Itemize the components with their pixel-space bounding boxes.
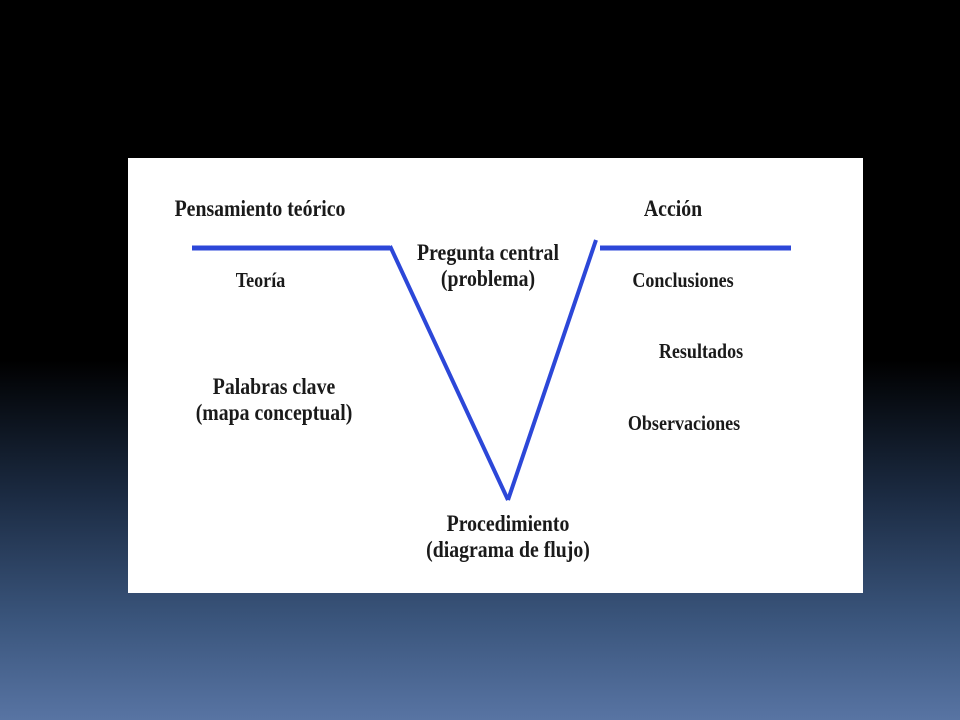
vee-diagram: Pensamiento teórico Acción Pregunta cent… xyxy=(128,158,863,593)
results-label: Resultados xyxy=(658,339,744,363)
observations-label: Observaciones xyxy=(627,411,741,435)
left-heading: Pensamiento teórico xyxy=(174,196,346,221)
central-question: Pregunta central (problema) xyxy=(402,240,574,293)
procedure-label: Procedimiento (diagrama de flujo) xyxy=(413,511,602,564)
keywords-title: Palabras clave xyxy=(212,374,336,399)
keywords-label: Palabras clave (mapa conceptual) xyxy=(188,374,360,427)
vee-left-arm xyxy=(388,245,510,501)
vee-lines xyxy=(192,239,791,501)
central-question-subtitle: (problema) xyxy=(440,266,536,292)
right-heading: Acción xyxy=(643,196,703,221)
procedure-title: Procedimiento xyxy=(446,511,570,536)
procedure-subtitle: (diagrama de flujo) xyxy=(426,537,590,563)
theory-label: Teoría xyxy=(235,268,286,292)
conclusions-label: Conclusiones xyxy=(632,268,734,292)
keywords-subtitle: (mapa conceptual) xyxy=(195,400,353,426)
vee-right-arm xyxy=(506,239,598,501)
central-question-title: Pregunta central xyxy=(417,240,559,265)
